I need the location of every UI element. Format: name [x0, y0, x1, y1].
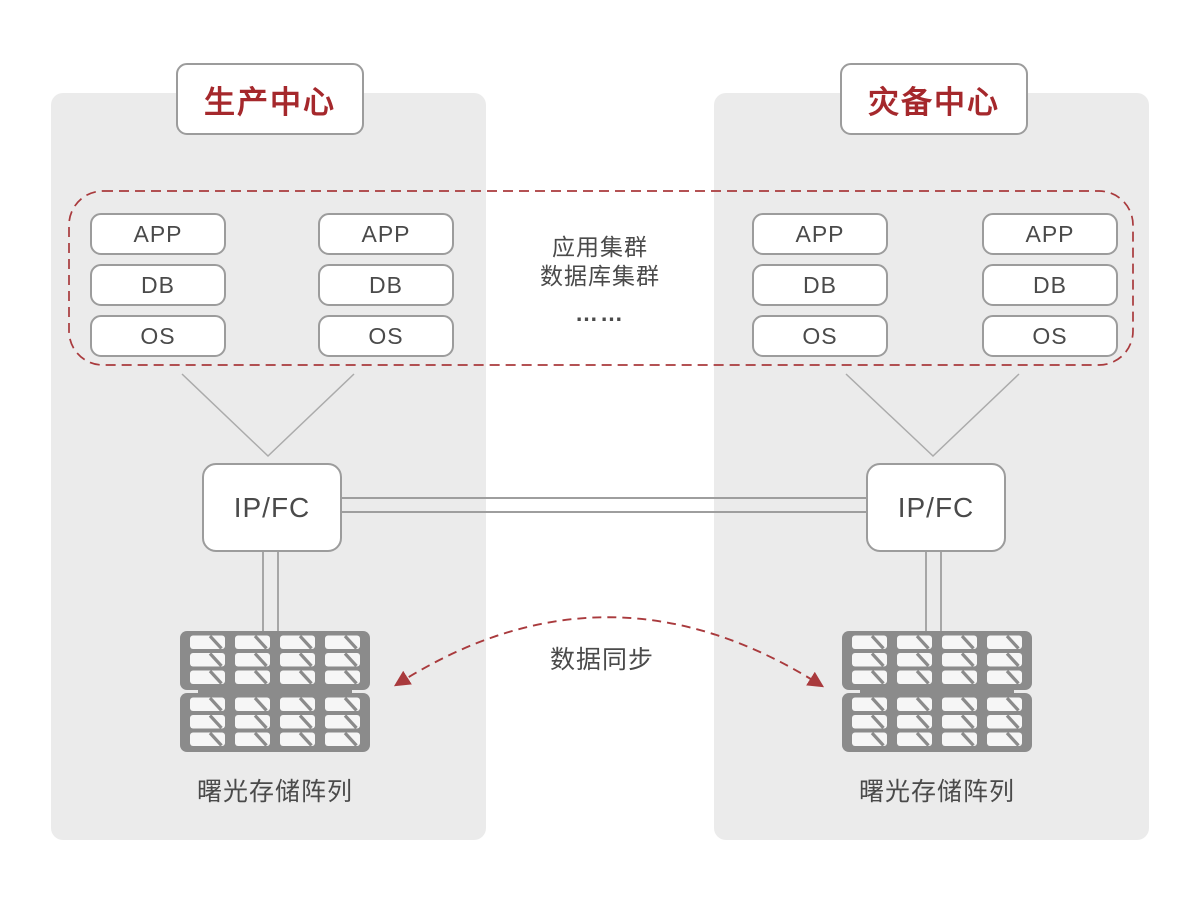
switch-ipfc-recovery: IP/FC [866, 463, 1006, 552]
storage-array-icon [180, 631, 370, 752]
cluster-annotation-line1: 应用集群 [552, 234, 648, 260]
cluster-annotation-line2: 数据库集群 [540, 263, 660, 289]
sync-label: 数据同步 [549, 646, 654, 674]
node-os: OS [752, 315, 888, 357]
node-db: DB [752, 264, 888, 306]
node-app: APP [90, 213, 226, 255]
cluster-annotation-ellipsis: …… [575, 300, 625, 326]
storage-array-icon [842, 631, 1032, 752]
node-db: DB [982, 264, 1118, 306]
node-os: OS [90, 315, 226, 357]
switch-ipfc-production: IP/FC [202, 463, 342, 552]
cluster-annotation: 应用集群 数据库集群 …… [486, 233, 714, 328]
disaster-center-title: 灾备中心 [840, 63, 1028, 135]
node-os: OS [982, 315, 1118, 357]
node-db: DB [318, 264, 454, 306]
node-db: DB [90, 264, 226, 306]
storage-label-recovery: 曙光存储阵列 [858, 778, 1015, 806]
storage-label-production: 曙光存储阵列 [196, 778, 353, 806]
node-os: OS [318, 315, 454, 357]
node-app: APP [752, 213, 888, 255]
production-center-title: 生产中心 [176, 63, 364, 135]
node-app: APP [318, 213, 454, 255]
node-app: APP [982, 213, 1118, 255]
